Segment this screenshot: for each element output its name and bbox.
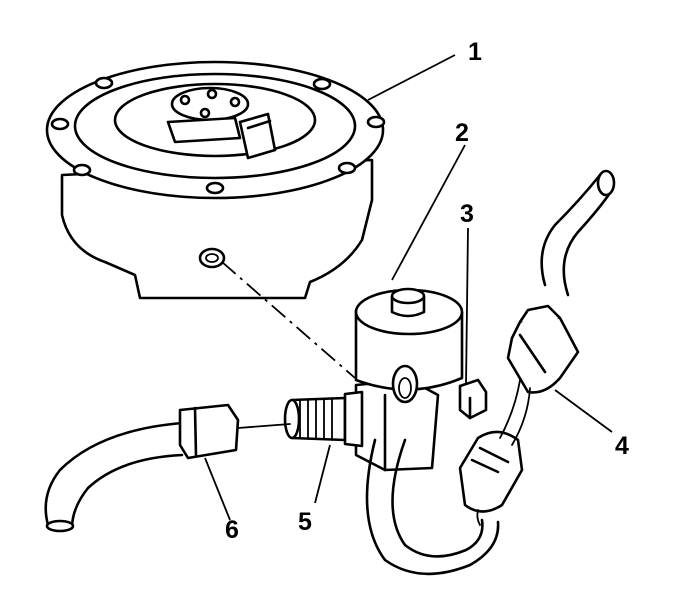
callout-label-4: 4 [615,432,629,460]
callout-label-2: 2 [455,119,469,147]
callout-label-6: 6 [225,516,239,544]
alignment-line [221,261,356,379]
fitting-part-5 [283,390,364,448]
callout-label-5: 5 [298,508,312,536]
callout-label-1: 1 [468,38,482,66]
tube-part-6 [44,403,291,533]
solenoid-valve-part-2 [354,287,464,472]
callout-label-3: 3 [460,200,474,228]
leader-lines [204,54,613,521]
flange-bolts [50,76,386,195]
nut-part-3 [458,378,488,420]
housing-part-1 [45,60,386,300]
connector-part-4 [458,169,616,526]
hose-loop [365,438,500,576]
